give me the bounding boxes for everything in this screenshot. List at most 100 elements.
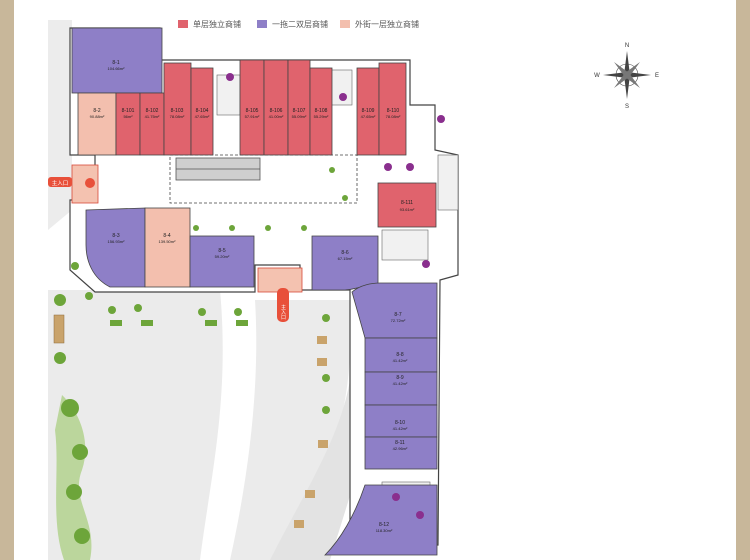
legend-item-street: 外街一层独立商铺 [340,17,419,31]
compass-e: E [655,73,659,79]
unit-8-12 [324,484,438,556]
unit-id: 8-111 [401,200,413,206]
compass-w: W [594,73,600,79]
unit-id: 8-2 [93,108,100,114]
tree-icon [322,406,330,414]
unit-area: 41.75m² [145,114,160,119]
elevator-icon [406,163,414,171]
compass-s: S [625,104,629,110]
stair-north [216,74,241,116]
legend-label-street: 外街一层独立商铺 [355,19,419,29]
compass-needle-diag2 [614,62,640,88]
planter-icon [110,320,122,326]
unit-id: 8-101 [122,108,135,114]
elevator-icon [422,260,430,268]
tree-icon [54,352,66,364]
tree-icon [108,306,116,314]
table-icon [294,520,304,528]
unit-id: 8-8 [396,352,403,358]
landscape [53,167,348,560]
unit-labels: 8-1 104.66m² 8-2 90.88m² 8-101 56m² 8-10… [90,60,415,533]
tree-icon [54,294,66,306]
south-entrance-label: 主入口 [280,304,286,321]
planter-icon [141,320,153,326]
unit-id: 8-6 [341,250,348,256]
unit-8-6 [311,235,379,291]
tree-icon [61,399,79,417]
tree-icon [322,314,330,322]
unit-id: 8-110 [387,108,400,114]
tree-icon [229,225,235,231]
tree-icon [66,484,82,500]
west-strip [48,20,72,230]
planter-icon [236,320,248,326]
table-icon [305,490,315,498]
unit-id: 8-106 [270,108,283,114]
tree-icon [193,225,199,231]
unit-area: 78.08m² [386,114,401,119]
stair-east-top [437,154,459,211]
entrances: 主入口 主入口 [48,164,303,322]
tree-icon [134,304,142,312]
west-entrance-sign [48,177,72,187]
unit-id: 8-105 [246,108,259,114]
central-atrium [169,154,358,204]
unit-area: 139.50m² [159,239,177,244]
tree-icon [322,374,330,382]
elevator-icon [437,115,445,123]
legend-label-single: 单层独立商铺 [193,19,241,29]
unit-8-105 [239,59,265,156]
west-entrance-arrow-icon [85,178,95,188]
unit-id: 8-11 [395,440,405,446]
unit-id: 8-107 [293,108,306,114]
unit-id: 8-3 [112,233,119,239]
unit-8-101 [115,92,141,156]
unit-id: 8-12 [379,522,389,528]
elevators [226,73,445,519]
table-icon [317,336,327,344]
unit-area: 56m² [123,114,133,119]
unit-8-9 [364,371,438,406]
tree-icon [265,225,271,231]
unit-area: 42.96m² [393,446,408,451]
south-entrance-doors [257,267,303,293]
bench-icon [53,314,65,344]
unit-8-10 [364,404,438,438]
unit-8-3 [85,207,146,288]
legend-swatch-duplex [257,20,267,28]
unit-id: 8-108 [315,108,328,114]
tree-icon [72,444,88,460]
unit-8-4 [144,207,191,288]
unit-8-2 [77,92,117,156]
unit-8-1 [71,27,163,94]
legend-item-duplex: 一拖二双层商铺 [257,17,328,31]
unit-8-111 [377,182,437,228]
unit-area: 41.42m² [393,381,408,386]
lawn [55,395,92,560]
table-icon [318,440,328,448]
unit-8-11 [364,436,438,470]
tree-icon [198,308,206,316]
unit-8-102 [139,92,165,156]
unit-area: 47.65m² [195,114,210,119]
unit-area: 55.29m² [314,114,329,119]
unit-area: 72.72m² [391,318,406,323]
unit-8-8 [364,337,438,373]
legend-label-duplex: 一拖二双层商铺 [272,19,328,29]
unit-area: 57.91m² [245,114,260,119]
tree-icon [234,308,242,316]
unit-area: 93.61m² [400,207,415,212]
unit-area: 78.08m² [170,114,185,119]
unit-area: 67.15m² [338,256,353,261]
compass-n: N [625,43,629,49]
unit-area: 41.00m² [269,114,284,119]
unit-id: 8-104 [196,108,209,114]
table-icon [317,358,327,366]
unit-id: 8-1 [112,60,119,66]
tree-icon [71,262,79,270]
legend-swatch-single [178,20,188,28]
tree-icon [342,195,348,201]
unit-area: 47.65m² [361,114,376,119]
unit-8-110 [378,62,407,156]
